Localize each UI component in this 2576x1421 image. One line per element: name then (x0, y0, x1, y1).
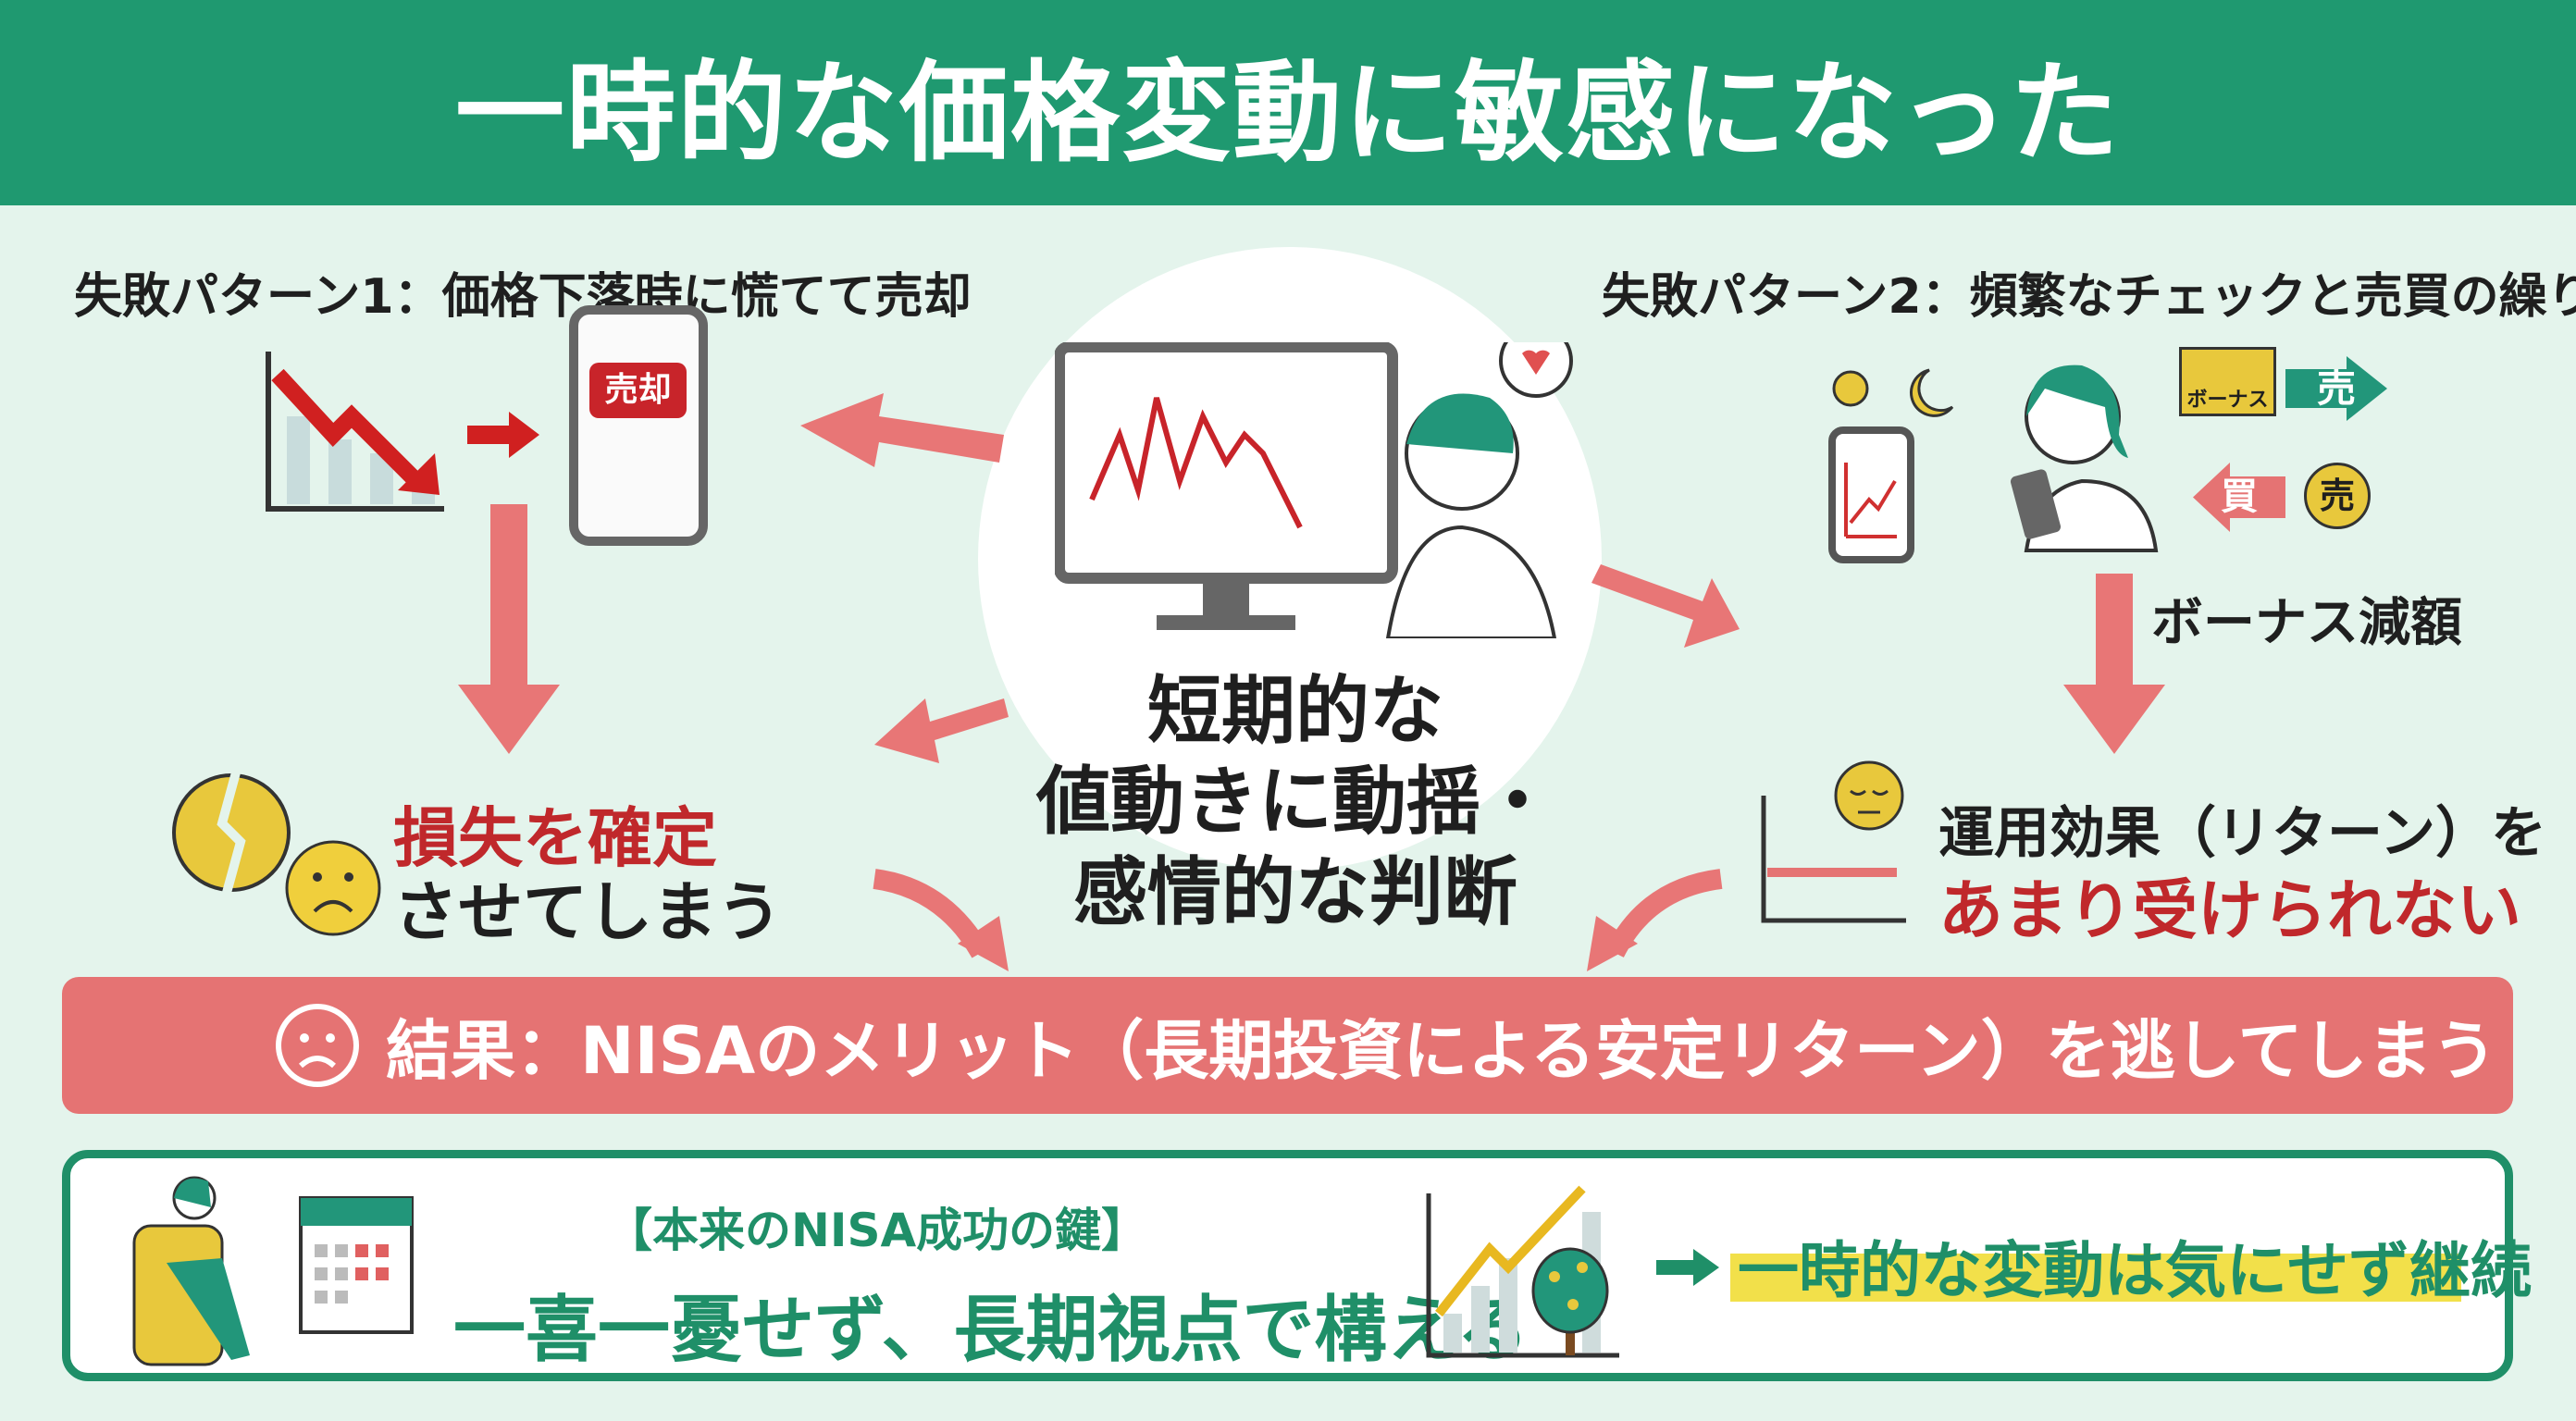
center-line-3: 感情的な判断 (1073, 849, 1517, 935)
relaxed-person-calendar-icon (132, 1176, 414, 1366)
sad-face-icon (276, 1004, 359, 1087)
arrow-to-pattern1 (800, 393, 1004, 467)
success-key-conclusion: 一時的な変動は気にせず継続 (1738, 1235, 2532, 1306)
flat-return-chart-sad-icon (1761, 760, 1906, 923)
phone-sell-icon: 売却 (551, 305, 736, 555)
arrow-down-left (458, 504, 560, 754)
bonus-envelope-icon: ボーナス (2179, 347, 2276, 416)
result-banner: 結果：NISAのメリット（長期投資による安定リターン）を逃してしまう (62, 977, 2513, 1114)
sell-coin-icon: 売 (2304, 463, 2371, 529)
arrow-to-pattern2 (1591, 564, 1740, 648)
monitor-anxious-person-icon (1055, 342, 1573, 638)
loss-confirm-text: 損失を確定 (393, 800, 717, 876)
success-key-main: 一喜一憂せず、長期視点で構える (453, 1289, 1530, 1372)
green-right-arrow-icon (1656, 1249, 1719, 1286)
not-receive-text: あまり受けられない (1938, 872, 2521, 948)
loss-confirm-subtext: させてしまう (393, 874, 782, 950)
sell-button-graphic: 売却 (589, 363, 687, 418)
page-title: 一時的な価格変動に敏感になった (454, 48, 2121, 177)
arrow-center-left (874, 698, 1009, 763)
broken-coin-sad-face-icon (172, 771, 381, 936)
pattern1-heading: 失敗パターン1：価格下落時に慌てて売却 (74, 269, 972, 325)
center-statement: 短期的な 値動きに動揺・ 感情的な判断 (981, 666, 1610, 938)
growth-chart-tree-icon (1426, 1185, 1619, 1358)
result-text: 結果：NISAのメリット（長期投資による安定リターン）を逃してしまう (386, 1012, 2497, 1089)
arrow-down-right (2063, 574, 2165, 754)
center-line-1: 短期的な (1147, 668, 1443, 754)
bonus-reduced-text: ボーナス減額 (2151, 593, 2462, 653)
return-effect-text: 運用効果（リターン）を (1938, 801, 2546, 866)
falling-chart-icon (266, 352, 444, 512)
pattern2-heading: 失敗パターン2：頻繁なチェックと売買の繰り返し (1602, 269, 2576, 325)
right-arrow-icon (467, 412, 539, 458)
success-key-heading: 【本来のNISA成功の鍵】 (606, 1204, 1148, 1257)
header-banner: 一時的な価格変動に敏感になった (0, 0, 2576, 205)
sun-moon-phone-icon (1828, 368, 1954, 563)
center-line-2: 値動きに動揺・ (1036, 759, 1554, 845)
highlight-marker (1730, 1254, 2461, 1302)
woman-checking-phone-icon (2010, 365, 2159, 552)
